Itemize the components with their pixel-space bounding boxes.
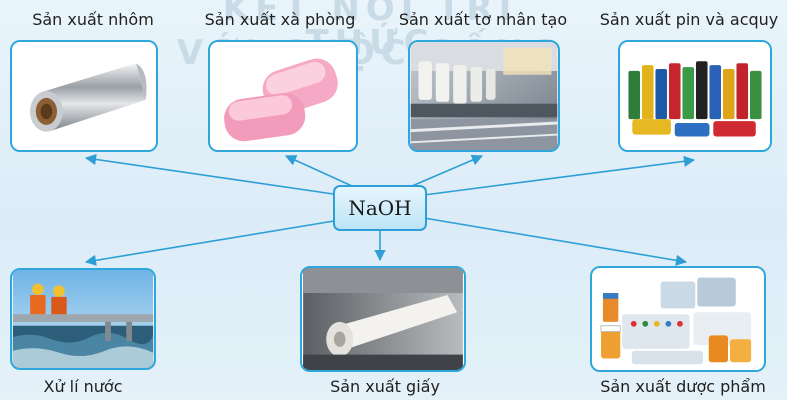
arrow-to-water	[84, 219, 341, 266]
fiber-factory-image	[410, 42, 558, 150]
card-pharma	[590, 266, 766, 372]
aluminium-foil-roll-image	[12, 42, 156, 150]
arrow-to-soap	[284, 155, 353, 187]
label-battery: Sản xuất pin và acquy	[599, 10, 779, 29]
label-soap: Sản xuất xà phòng	[204, 10, 356, 29]
label-fiber: Sản xuất tơ nhân tạo	[398, 10, 568, 29]
naoh-center-node: NaOH	[333, 185, 427, 231]
label-aluminium: Sản xuất nhôm	[32, 10, 154, 29]
watermark-line-1: KẾT NỐI TRI THỨC	[222, 0, 518, 63]
card-fiber	[408, 40, 560, 152]
batteries-image	[620, 42, 770, 150]
card-soap	[208, 40, 358, 152]
card-aluminium	[10, 40, 158, 152]
naoh-label: NaOH	[348, 196, 412, 220]
card-water	[10, 268, 156, 370]
card-paper	[300, 266, 466, 372]
arrow-to-aluminium	[84, 153, 341, 196]
paper-mill-image	[303, 268, 463, 370]
label-water: Xử lí nước	[43, 377, 123, 396]
card-battery	[618, 40, 772, 152]
label-paper: Sản xuất giấy	[330, 377, 440, 396]
arrow-to-pharma	[423, 217, 688, 266]
label-pharma: Sản xuất dược phẩm	[600, 377, 766, 396]
arrow-to-battery	[423, 155, 696, 196]
soap-bars-image	[210, 42, 356, 150]
pharmaceuticals-image	[593, 268, 763, 370]
water-treatment-image	[12, 270, 154, 368]
arrow-to-fiber	[411, 154, 484, 187]
